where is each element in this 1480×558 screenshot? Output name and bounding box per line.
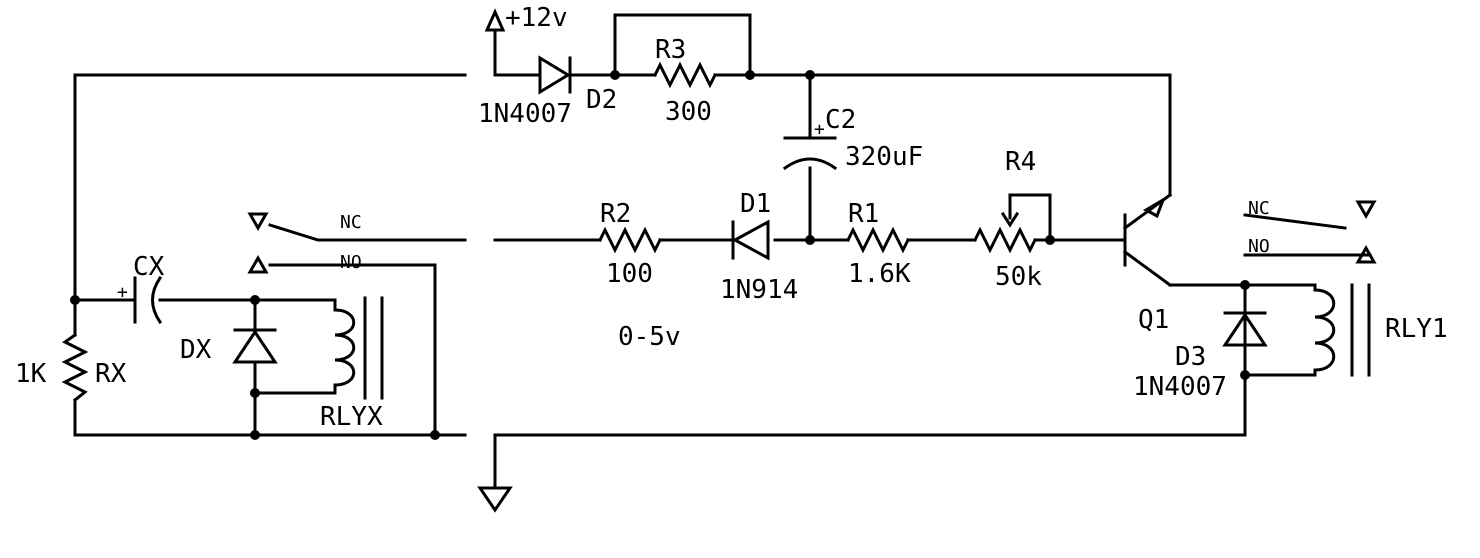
label-c2-ref: C2 — [825, 105, 856, 135]
label-d3-part: 1N4007 — [1133, 372, 1227, 402]
diode-d1 — [731, 219, 770, 261]
label-r3-ref: R3 — [655, 35, 686, 65]
capacitor-cx — [133, 275, 163, 325]
label-supply: +12v — [505, 3, 568, 33]
label-rx-ref: RX — [95, 359, 127, 389]
relay-coil-rlyx — [333, 296, 384, 400]
label-rx-val: 1K — [15, 359, 47, 389]
label-r2-ref: R2 — [600, 199, 631, 229]
label-d1-part: 1N914 — [720, 275, 798, 305]
diode-d3 — [1222, 311, 1268, 347]
potentiometer-r4 — [972, 211, 1038, 254]
label-rlyx-ref: RLYX — [320, 402, 383, 432]
diode-dx — [232, 328, 278, 364]
label-rly1-ref: RLY1 — [1385, 314, 1448, 344]
resistor-r1 — [845, 226, 911, 254]
component-labels: +12v 1N4007 D2 R3 300 + C2 320uF R4 50k … — [15, 3, 1448, 432]
label-q1-ref: Q1 — [1138, 305, 1169, 335]
label-no-right: NO — [1248, 236, 1270, 257]
relay-coil-rly1 — [1313, 283, 1371, 377]
label-r4-ref: R4 — [1005, 147, 1036, 177]
label-c2-val: 320uF — [845, 142, 923, 172]
capacitor-c2 — [782, 136, 838, 171]
ground-symbol — [477, 486, 513, 513]
label-r3-val: 300 — [665, 97, 712, 127]
label-c2-plus: + — [814, 119, 825, 140]
resistor-r2 — [597, 226, 663, 254]
label-d2-part: 1N4007 — [478, 99, 572, 129]
contact-terminals — [247, 200, 1377, 274]
transistor-q1 — [1122, 192, 1173, 288]
label-r1-ref: R1 — [848, 199, 879, 229]
label-r2-val: 100 — [606, 259, 653, 289]
resistor-rx — [61, 332, 89, 403]
label-no-left: NO — [340, 252, 362, 273]
label-nc-right: NC — [1248, 198, 1270, 219]
resistor-r3 — [652, 61, 718, 89]
label-input-range: 0-5v — [618, 322, 681, 352]
label-cx-plus: + — [117, 282, 128, 303]
diode-d2 — [538, 55, 572, 95]
supply-terminal — [484, 8, 506, 32]
label-d1-ref: D1 — [740, 189, 771, 219]
label-dx-ref: DX — [180, 335, 212, 365]
label-r4-val: 50k — [995, 262, 1042, 292]
label-nc-left: NC — [340, 212, 362, 233]
junction-dots — [70, 70, 1250, 440]
wires — [73, 13, 1372, 490]
label-d2-ref: D2 — [586, 85, 617, 115]
label-r1-val: 1.6K — [848, 259, 911, 289]
label-cx-ref: CX — [133, 252, 165, 282]
label-d3-ref: D3 — [1175, 342, 1206, 372]
